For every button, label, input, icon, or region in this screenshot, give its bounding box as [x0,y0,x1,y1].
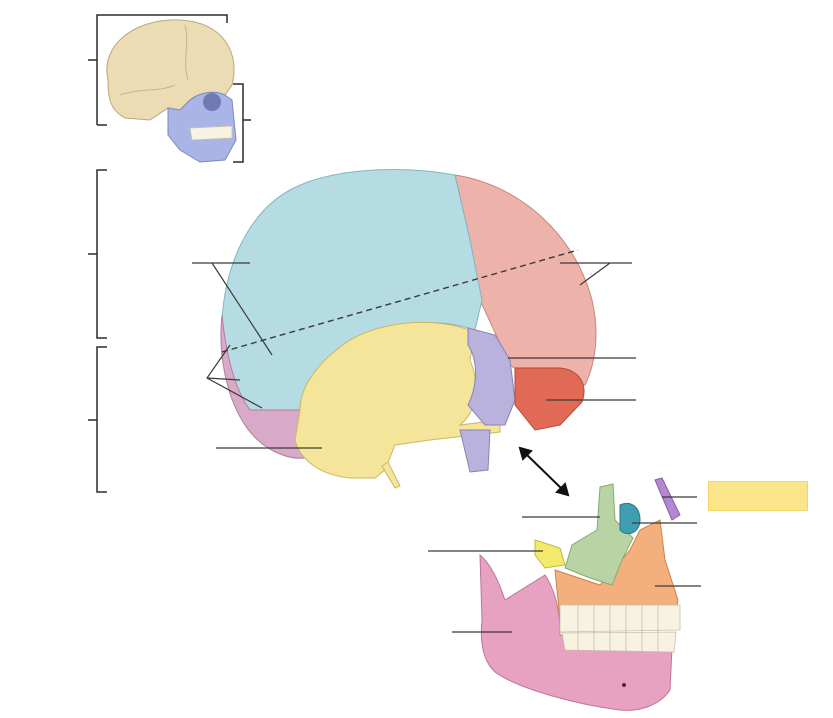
facial-bones [479,477,681,711]
temporal-bone [294,321,501,479]
styloid-process [381,461,401,489]
overview-orbit [203,93,221,111]
answer-box[interactable] [708,481,808,511]
double-headed-arrow-icon [518,446,570,497]
main-brackets [88,169,107,493]
leader-parietal [560,262,632,286]
leader-occipital-pair [206,344,263,409]
nasal-bone [654,477,681,521]
hyoid-yellow [534,539,566,569]
zygomatic-bone [564,483,634,586]
calvaria-cut-line [221,249,579,353]
mental-foramen [622,683,626,687]
teeth-dividers [577,605,659,651]
main-cranium [220,169,597,489]
parietal-occipital-bone [454,174,597,386]
overview-cranium-bracket [96,14,228,125]
upper-teeth [559,604,681,633]
occipital-edge [220,314,306,459]
overview-sutures [119,24,189,96]
overview-face-bracket [233,83,244,163]
zygomatic-process [514,367,585,431]
overview-skull [106,19,237,163]
lacrimal-bone [619,503,641,535]
lower-teeth [561,631,677,653]
facial-leader-lines [428,496,701,633]
mandible [479,553,673,711]
overview-teeth [189,125,233,141]
leader-frontal [192,262,273,356]
calvaria-bracket [96,169,107,339]
overview-cranium [106,19,235,121]
cranial-base-bracket [96,346,107,493]
pterygoid-plate [459,429,491,473]
overview-brackets [88,14,251,163]
main-leader-lines [192,262,636,449]
